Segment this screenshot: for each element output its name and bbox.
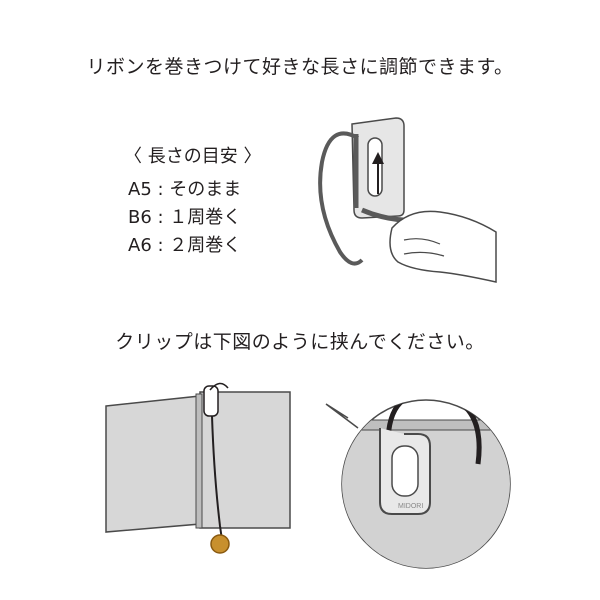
- ribbon-loop: [318, 131, 364, 266]
- ribbon-zoomed: [385, 400, 482, 465]
- clip-instruction: クリップは下図のように挟んでください。: [115, 331, 485, 353]
- page-top-edge: [342, 419, 510, 431]
- length-guide-b6: B6 : １周巻く: [128, 207, 242, 228]
- book-with-clip-illustration: [105, 382, 291, 554]
- book-left-page: [105, 395, 201, 533]
- hand-icon: [389, 210, 497, 283]
- ribbon-adjust-instruction: リボンを巻きつけて好きな長さに調節できます。: [86, 56, 514, 78]
- clip: [203, 385, 219, 417]
- arrow-head-icon: [372, 152, 384, 164]
- ribbon-charm-icon: [210, 534, 230, 554]
- length-guide-title: 〈 長さの目安 〉: [124, 146, 262, 167]
- clip-detail-illustration: MIDORI: [325, 399, 511, 569]
- book-spine-edge: [195, 393, 203, 529]
- clip-slot: [367, 137, 383, 197]
- length-guide-a5: A5 : そのまま: [128, 179, 242, 200]
- clip-brand-text: MIDORI: [398, 503, 423, 510]
- ribbon: [211, 415, 223, 541]
- ribbon-winding-illustration: [318, 117, 497, 283]
- speech-tail: [325, 403, 359, 429]
- length-guide-a6: A6 : ２周巻く: [128, 235, 242, 256]
